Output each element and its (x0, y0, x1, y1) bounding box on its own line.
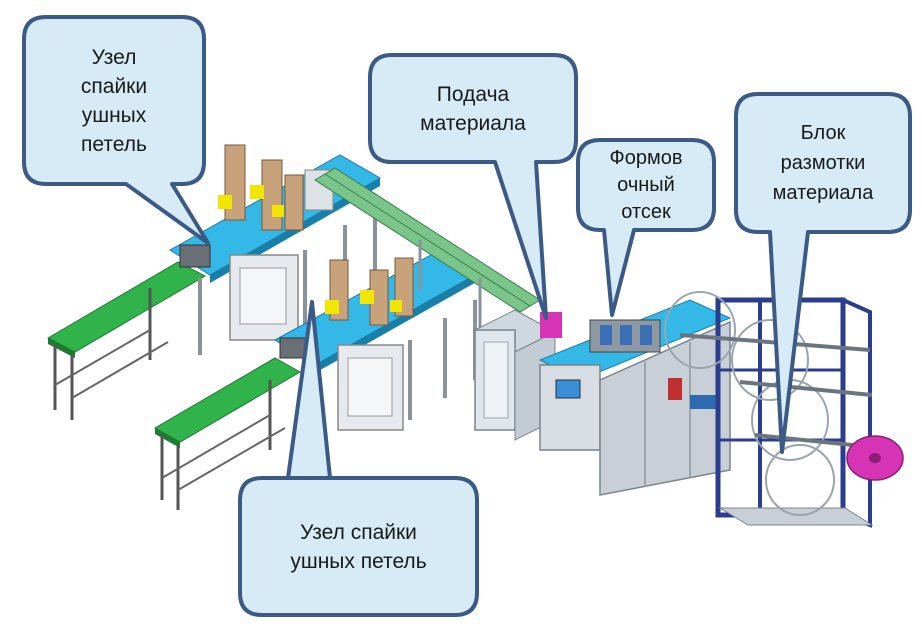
callout-ear-loop-top-bubble (22, 15, 210, 245)
callout-line: размотки (780, 152, 866, 174)
unwinding-frame (664, 291, 904, 528)
main-machine-body (538, 299, 732, 496)
callout-line: Подача (436, 82, 510, 106)
callout-line: Блок (800, 122, 846, 144)
callout-line: ушных (81, 103, 147, 127)
upper-output-conveyor (46, 261, 207, 420)
callout-ear-loop-top: Узел спайки ушных петель (26, 19, 202, 182)
callout-forming-bubble (576, 138, 716, 317)
callout-line: Формов (609, 146, 683, 169)
lower-welding-station (274, 249, 482, 431)
callout-unwind: Блок размотки материала (738, 96, 908, 230)
callout-unwind-bubble (734, 92, 912, 454)
callout-line: Узел спайки (300, 520, 417, 544)
callout-line: очный (617, 173, 675, 196)
callout-ear-loop-bottom: Узел спайки ушных петель (242, 480, 475, 613)
lower-output-conveyor (153, 357, 302, 510)
callout-shapes (22, 15, 912, 617)
callout-line: спайки (80, 74, 148, 98)
callout-line: отсек (621, 200, 671, 223)
transfer-conveyor (314, 167, 541, 330)
callout-line: петель (81, 132, 147, 156)
callout-line: Узел (91, 45, 137, 69)
machine-illustration (46, 144, 904, 528)
callout-line: материала (772, 182, 874, 204)
callout-line: материала (420, 111, 526, 135)
callout-material-feed-bubble (368, 53, 578, 320)
callout-forming: Формов очный отсек (580, 142, 712, 228)
callout-line: ушных петель (290, 549, 427, 573)
callout-material-feed: Подача материала (372, 57, 574, 160)
callout-ear-loop-bottom-bubble (238, 300, 479, 617)
